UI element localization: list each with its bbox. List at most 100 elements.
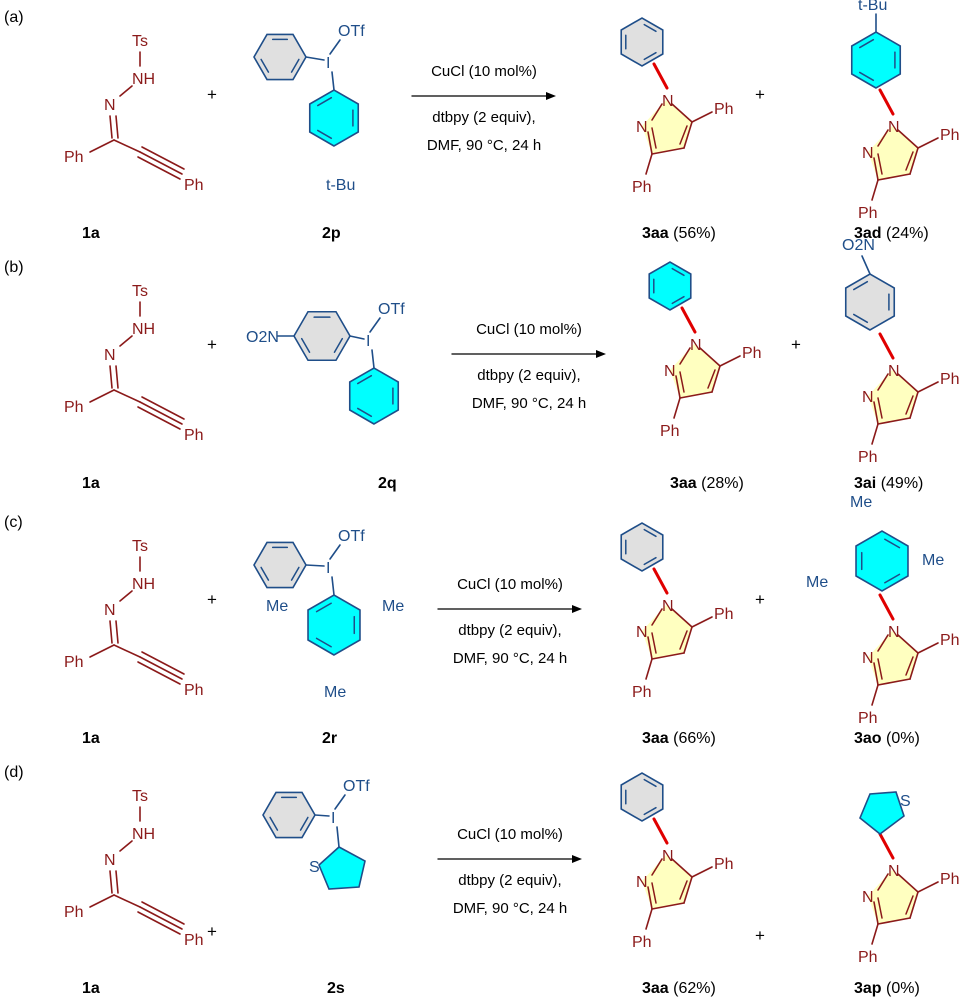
condition-catalyst: CuCl (10 mol%) xyxy=(431,63,537,80)
ring-double-bond xyxy=(316,96,333,107)
panel-label: (c) xyxy=(4,514,23,531)
bond-line xyxy=(89,644,115,658)
bond-line xyxy=(683,626,693,654)
condition-solvent-temp: DMF, 90 °C, 24 h xyxy=(472,395,586,412)
ring-double-bond xyxy=(643,23,657,33)
bond-line xyxy=(917,381,939,393)
bond-line xyxy=(671,858,693,878)
bond-line xyxy=(645,658,653,680)
otf-label: OTf xyxy=(338,23,365,40)
ph-label: Ph xyxy=(714,101,734,118)
bond-line xyxy=(113,389,141,403)
ring-double-bond xyxy=(300,337,311,354)
n1-label: N xyxy=(662,598,674,615)
bond-line xyxy=(877,917,911,925)
n-phenyl-ring xyxy=(648,261,692,311)
tbu-label: t-Bu xyxy=(858,0,887,14)
plus-sign: + xyxy=(207,590,217,609)
bond-line xyxy=(861,255,871,275)
phenyl-ring xyxy=(348,367,400,425)
bond-line xyxy=(877,129,889,147)
ring-double-bond xyxy=(356,407,373,418)
bond-line xyxy=(675,375,681,399)
bond-line xyxy=(89,389,115,403)
bond-line xyxy=(873,401,879,425)
nh-label: NH xyxy=(132,321,155,338)
double-bond xyxy=(651,882,657,904)
product-label: 3ai (49%) xyxy=(854,475,923,492)
nh-label: NH xyxy=(132,71,155,88)
n2-label: N xyxy=(636,624,648,641)
panel-label: (d) xyxy=(4,764,24,781)
ring-double-bond xyxy=(643,556,657,566)
ring-double-bond xyxy=(671,295,685,305)
bond-line xyxy=(139,906,183,930)
bond-line xyxy=(873,157,879,181)
bond-line xyxy=(137,406,181,430)
bond-line xyxy=(877,173,911,181)
bond-line xyxy=(651,147,685,155)
bond-line xyxy=(119,335,133,347)
ph-label: Ph xyxy=(184,682,204,699)
n1-label: N xyxy=(888,119,900,136)
ph-label: Ph xyxy=(940,371,960,388)
ring-double-bond xyxy=(333,337,344,354)
bond-line xyxy=(873,901,879,925)
bond-line xyxy=(691,616,713,628)
double-bond xyxy=(679,630,688,650)
ph-label: Ph xyxy=(714,856,734,873)
bond-line xyxy=(137,156,181,180)
ph-label: Ph xyxy=(632,179,652,196)
plus-sign: + xyxy=(207,922,217,941)
condition-solvent-temp: DMF, 90 °C, 24 h xyxy=(453,900,567,917)
ts-label: Ts xyxy=(132,33,148,50)
bond-line xyxy=(115,115,119,139)
bond-line xyxy=(109,620,113,644)
bond-line xyxy=(119,840,133,852)
ring-double-bond xyxy=(269,816,279,831)
reaction-arrow xyxy=(437,605,582,613)
double-bond xyxy=(905,656,914,676)
new-n-aryl-bond xyxy=(878,832,895,860)
product-label: 3ao (0%) xyxy=(854,730,920,747)
reaction-arrow xyxy=(437,855,582,863)
bond-line xyxy=(139,401,183,425)
bond-line xyxy=(305,564,325,567)
bond-line xyxy=(683,876,693,904)
product-id: 3aa xyxy=(642,730,673,747)
arrow-head xyxy=(596,350,606,358)
product-id: 3ap xyxy=(854,980,886,997)
substrate-label: 1a xyxy=(82,980,100,997)
product-yield: (62%) xyxy=(673,980,716,997)
bond-line xyxy=(683,121,693,149)
methyl-label: Me xyxy=(922,552,944,569)
bond-line xyxy=(331,71,335,91)
nh-label: NH xyxy=(132,576,155,593)
bond-line xyxy=(691,866,713,878)
ph-label: Ph xyxy=(632,934,652,951)
n-phenyl-ring xyxy=(620,17,664,67)
ring-double-bond xyxy=(315,602,332,613)
bond-line xyxy=(647,131,653,155)
tbu-aryl-ring xyxy=(308,89,360,147)
plus-sign: + xyxy=(207,85,217,104)
bond-line xyxy=(305,56,325,61)
bond-line xyxy=(139,151,183,175)
product-yield: (49%) xyxy=(881,475,924,492)
new-n-aryl-bond xyxy=(652,817,669,845)
double-bond xyxy=(877,658,883,680)
nitro-label: O2N xyxy=(246,329,279,346)
ring-double-bond xyxy=(290,566,300,581)
bond-line xyxy=(877,634,889,652)
bond-line xyxy=(314,814,330,817)
plus-sign: + xyxy=(791,335,801,354)
bond-line xyxy=(137,911,181,935)
n1-label: N xyxy=(888,624,900,641)
bond-line xyxy=(369,317,381,333)
double-bond xyxy=(905,151,914,171)
